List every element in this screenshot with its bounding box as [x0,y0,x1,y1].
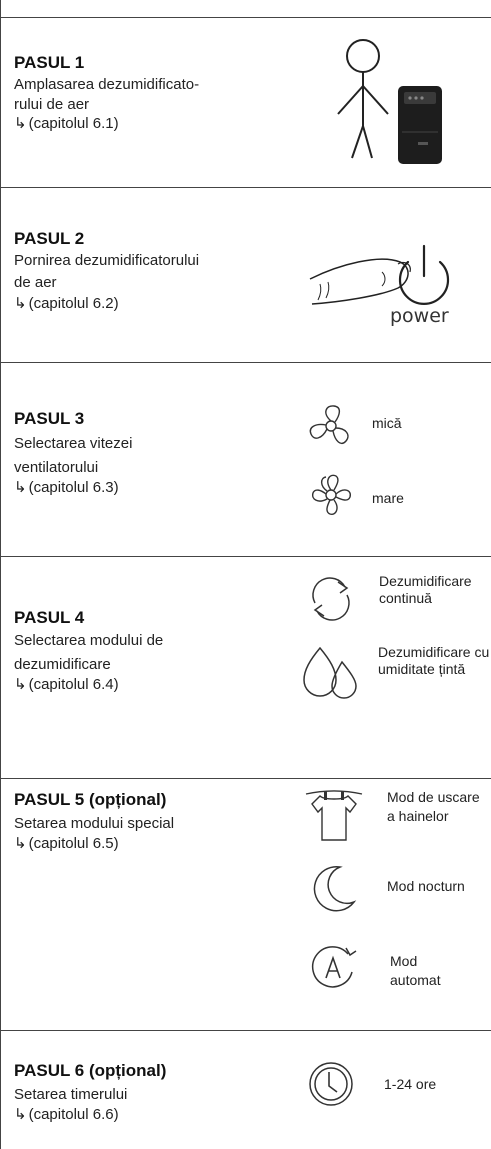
step-title-number: PASUL 5 [14,790,85,809]
fan-low-label: mică [372,415,402,431]
finger-power-icon [309,244,450,305]
chapter-ref-text: (capitolul 6.5) [28,835,119,852]
step-4: PASUL 4 Selectarea modului de dezumidifi… [14,607,163,695]
step-title: PASUL 2 [14,229,85,248]
step-title: PASUL 3 [14,409,85,428]
chapter-ref: ↳(capitolul 6.5) [14,834,174,854]
clock-icon [309,1062,353,1106]
shirt-icon [305,790,363,841]
chapter-ref-text: (capitolul 6.1) [28,115,119,132]
left-border [0,0,1,1149]
step-desc-line: ventilatorului [14,459,99,476]
chapter-ref: ↳(capitolul 6.2) [14,294,199,314]
step-desc-line: rului de aer [14,96,90,113]
chapter-ref-text: (capitolul 6.6) [28,1106,119,1123]
clothes-drying-label: Mod de uscare a hainelor [387,789,480,824]
step-title: PASUL 6 (opțional) [14,1060,166,1082]
optional-tag: (opțional) [88,1061,167,1080]
step-desc-line: Selectarea modului de [14,632,164,649]
fan-low-icon [309,405,349,445]
chapter-ref: ↳(capitolul 6.4) [14,675,163,695]
target-humidity-mode-label: Dezumidificare cu umiditate țintă [378,644,490,677]
step-desc-line: Amplasarea dezumidificato- [14,76,200,93]
step-3: PASUL 3 Selectarea vitezei ventilatorulu… [14,408,132,498]
arrow-glyph: ↳ [14,479,27,496]
auto-a-icon [311,946,357,988]
power-label: power [390,305,449,327]
dehumidifier-icon [398,86,442,164]
step-desc-line: Setarea timerului [14,1086,128,1103]
arrow-glyph: ↳ [14,1106,27,1123]
moon-icon [313,865,357,912]
arrow-glyph: ↳ [14,115,27,132]
chapter-ref-text: (capitolul 6.3) [28,479,119,496]
step-1: PASUL 1 Amplasarea dezumidificato- rului… [14,52,199,134]
person-icon [337,39,389,159]
cycle-arrows-icon [312,577,350,621]
step-title: PASUL 4 [14,608,85,627]
arrow-glyph: ↳ [14,295,27,312]
divider-top [0,17,491,18]
drops-icon [303,646,357,699]
step-desc-line: Pornirea dezumidificatorului [14,252,200,269]
divider-5 [0,1030,491,1031]
step-desc-line: Selectarea vitezei [14,435,133,452]
step-desc-line: dezumidificare [14,656,111,673]
step-6: PASUL 6 (opțional) Setarea timerului ↳(c… [14,1060,166,1125]
auto-mode-label: Mod automat [390,953,441,988]
divider-2 [0,362,491,363]
divider-4 [0,778,491,779]
chapter-ref-text: (capitolul 6.4) [28,676,119,693]
step-title: PASUL 1 [14,53,85,72]
timer-range-label: 1-24 ore [384,1076,437,1092]
chapter-ref: ↳(capitolul 6.6) [14,1105,166,1125]
chapter-ref-text: (capitolul 6.2) [28,295,119,312]
step-desc-line: Setarea modului special [14,815,175,832]
continuous-mode-label: Dezumidificare continuă [379,573,472,606]
night-mode-label: Mod nocturn [387,878,465,894]
step-title: PASUL 5 (opțional) [14,789,174,811]
fan-high-icon [311,474,351,515]
arrow-glyph: ↳ [14,835,27,852]
fan-high-label: mare [372,490,404,506]
chapter-ref: ↳(capitolul 6.1) [14,114,199,134]
divider-3 [0,556,491,557]
arrow-glyph: ↳ [14,676,27,693]
divider-1 [0,187,491,188]
step-2: PASUL 2 Pornirea dezumidificatorului de … [14,228,199,314]
step-title-number: PASUL 6 [14,1061,85,1080]
step-desc-line: de aer [14,274,57,291]
optional-tag: (opțional) [88,790,167,809]
step-5: PASUL 5 (opțional) Setarea modului speci… [14,789,174,854]
chapter-ref: ↳(capitolul 6.3) [14,478,132,498]
